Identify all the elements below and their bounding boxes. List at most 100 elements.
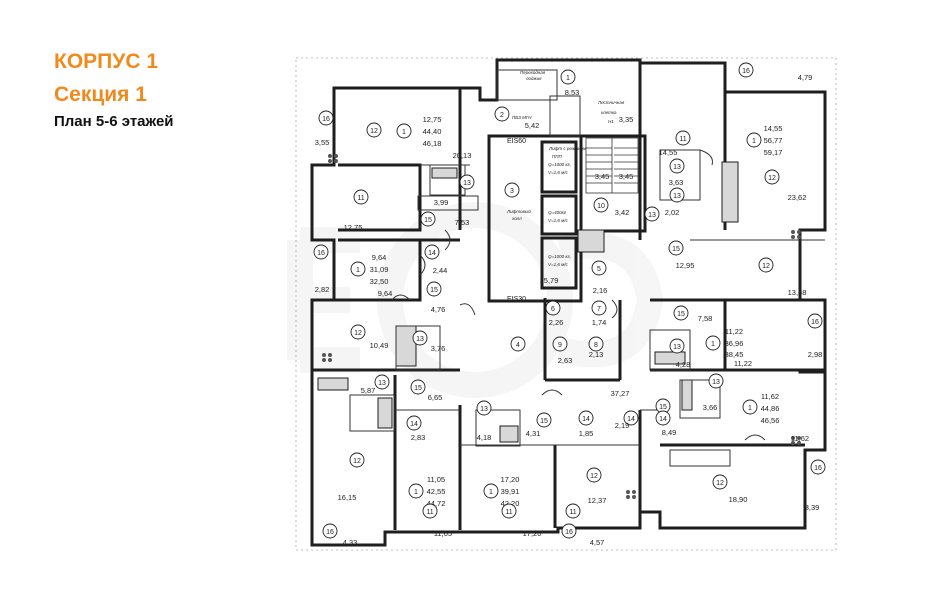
room-number: 7 [597, 306, 601, 313]
room-number-circle [504, 182, 520, 198]
room-area: 7,53 [455, 218, 470, 227]
room-area: 31,09 [370, 265, 389, 274]
room-number-circle [593, 197, 609, 213]
room-area: 16,15 [338, 493, 357, 502]
room-number-circle [712, 474, 728, 490]
room-area: 11,62 [761, 392, 779, 401]
room-area: 2,16 [593, 286, 608, 295]
building-walls [310, 58, 827, 547]
room-number: 13 [480, 406, 488, 413]
room-area: 9,64 [372, 253, 387, 262]
room-number: 1 [566, 75, 570, 82]
room-number-circle [408, 483, 424, 499]
room-area: 2,82 [315, 285, 330, 294]
room-area: 10,49 [370, 341, 389, 350]
room-number: 11 [679, 136, 686, 143]
room-area: 2,26 [549, 318, 564, 327]
room-area: 3,76 [431, 344, 446, 353]
room-area: 37,27 [611, 389, 630, 398]
pbz-mgn-label: ПБЗ МГН [512, 115, 532, 120]
room-area: 5,42 [525, 121, 540, 130]
room-number: 12 [768, 175, 776, 182]
room-number: 13 [673, 344, 681, 351]
room-number: 11 [357, 195, 364, 202]
room-number-circle [669, 158, 685, 174]
room-number-circle [758, 257, 774, 273]
room-number: 14 [659, 416, 667, 423]
stair-label: Лестничная [597, 100, 625, 105]
room-area: 13,88 [788, 288, 807, 297]
room-number: 1 [402, 129, 406, 136]
room-number: 11 [426, 509, 433, 516]
room-area: 2,02 [665, 208, 680, 217]
room-area: 20,13 [453, 151, 472, 160]
room-area: 3,55 [315, 138, 330, 147]
room-number: 10 [597, 203, 605, 210]
room-number: 16 [742, 68, 750, 75]
room-number-circle [422, 503, 438, 519]
room-area: 32,50 [370, 277, 389, 286]
room-area: 11,05 [434, 529, 452, 538]
room-number: 15 [659, 404, 667, 411]
room-area: 4,33 [343, 538, 358, 547]
room-number: 15 [540, 418, 548, 425]
plan-subtitle: План 5-6 этажей [54, 113, 174, 130]
room-number: 9 [558, 342, 562, 349]
room-number: 1 [356, 267, 360, 274]
room-area: 3,45 [619, 172, 634, 181]
elevator-note-3b: V=1,6 м/с [548, 262, 568, 267]
room-area: 44,40 [423, 127, 442, 136]
room-number: 3 [510, 188, 514, 195]
room-number: 12 [370, 128, 378, 135]
room-number-circle [565, 503, 581, 519]
elevator-note-2b: V=1,6 м/с [548, 218, 568, 223]
room-area: 1,74 [592, 318, 607, 327]
room-area: 38,45 [725, 350, 744, 359]
room-area: 2,44 [433, 266, 448, 275]
room-number: 11 [569, 509, 576, 516]
room-area: 2,19 [615, 421, 630, 430]
room-number: 14 [582, 416, 590, 423]
room-number-circle [742, 399, 758, 415]
room-area: 11,22 [725, 327, 743, 336]
axis-guides [295, 57, 837, 551]
room-number: 1 [414, 489, 418, 496]
room-number: 13 [416, 336, 424, 343]
room-number-circle [669, 338, 685, 354]
room-number-circle [349, 452, 365, 468]
room-number: 1 [489, 489, 493, 496]
room-number-circle [669, 187, 685, 203]
room-number-circle [545, 300, 561, 316]
room-area: 17,20 [523, 529, 542, 538]
room-number-circle [396, 123, 412, 139]
room-number: 4 [516, 342, 520, 349]
room-number-circle [807, 313, 823, 329]
room-area: 4,18 [477, 433, 492, 442]
elevator-note-1b: ППП [552, 154, 563, 159]
room-area: 11,62 [791, 434, 809, 443]
room-number: 1 [711, 341, 715, 348]
room-area: 2,83 [411, 433, 426, 442]
room-number: 16 [565, 529, 573, 536]
room-number: 13 [673, 164, 681, 171]
room-area: 4,79 [798, 73, 813, 82]
room-area: 3,66 [703, 403, 718, 412]
room-area: 44,86 [761, 404, 780, 413]
room-number-circle [591, 300, 607, 316]
room-number-circle [561, 523, 577, 539]
room-number-circle [644, 206, 660, 222]
room-area: 46,18 [423, 139, 442, 148]
room-area: 15,79 [540, 276, 559, 285]
room-area: 4,28 [676, 360, 691, 369]
room-area: 1,85 [579, 429, 594, 438]
section-title: Секция 1 [54, 83, 147, 106]
room-number-circle [501, 503, 517, 519]
elevator-note-1a: Лифт с режимом [548, 146, 586, 151]
room-area: 18,90 [729, 495, 748, 504]
room-area: 9,64 [378, 289, 393, 298]
room-number: 13 [712, 379, 720, 386]
staircase [585, 137, 639, 194]
room-number-circle [738, 62, 754, 78]
